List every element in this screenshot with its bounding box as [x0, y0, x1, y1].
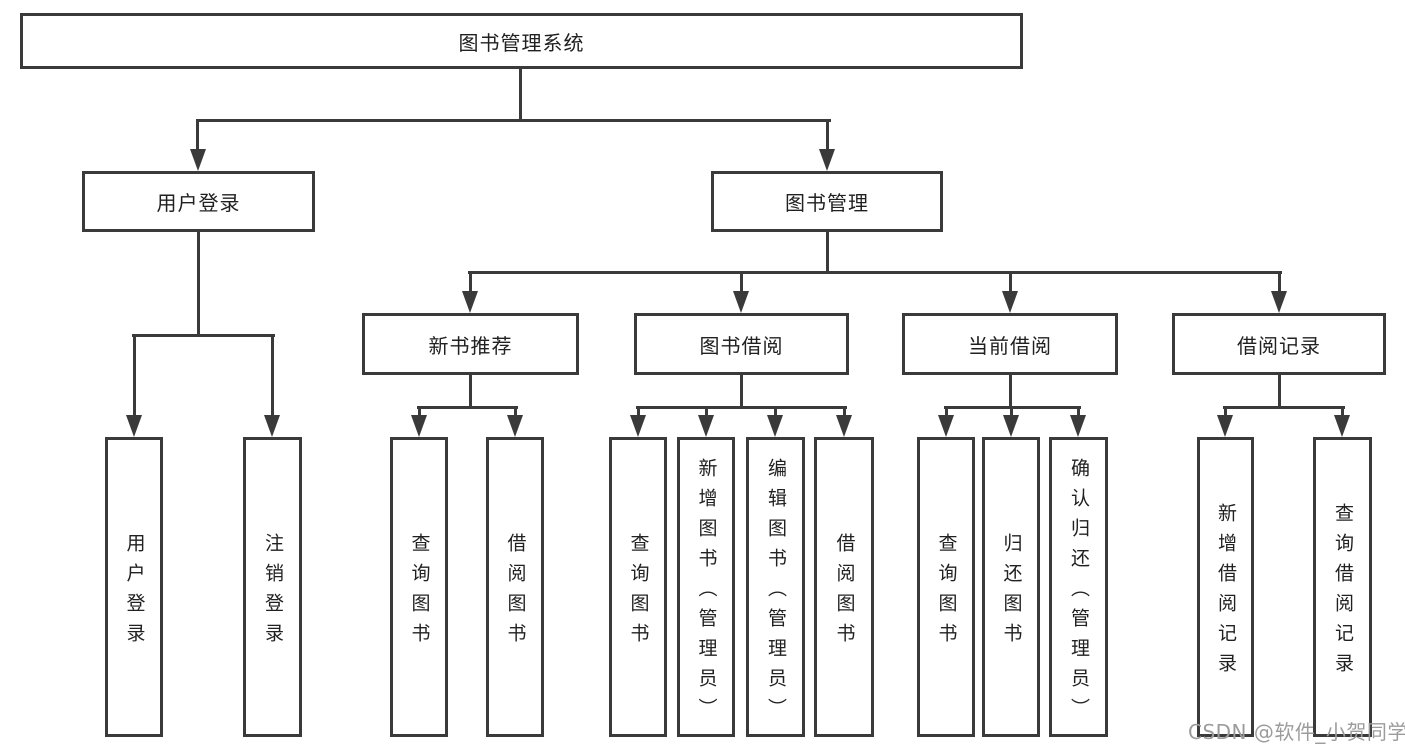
connector-line — [1278, 375, 1281, 406]
leaf-confirm-return-admin: 确认归还（管理员） — [1049, 437, 1108, 737]
node-book-borrowing: 图书借阅 — [634, 313, 849, 375]
leaf-query-borrow-record-label: 查询借阅记录 — [1332, 502, 1354, 683]
node-book-management-label: 图书管理 — [785, 191, 869, 215]
leaf-add-borrow-record-label: 新增借阅记录 — [1215, 502, 1237, 683]
leaf-edit-book-admin-label: 编辑图书（管理员） — [765, 457, 787, 728]
connector-line — [196, 119, 831, 122]
leaf-user-login: 用户登录 — [105, 437, 163, 737]
node-current-borrowing: 当前借阅 — [902, 313, 1118, 375]
leaf-return-books: 归还图书 — [982, 437, 1040, 737]
connector-line — [1009, 271, 1012, 295]
connector-line — [1278, 271, 1281, 295]
connector-line — [514, 406, 517, 418]
connector-line — [1223, 406, 1345, 409]
arrow-down-icon — [190, 149, 206, 171]
arrow-down-icon — [462, 291, 478, 313]
node-user-login: 用户登录 — [82, 171, 315, 232]
arrow-down-icon — [630, 415, 646, 437]
connector-line — [637, 406, 640, 418]
leaf-confirm-return-admin-label: 确认归还（管理员） — [1068, 457, 1090, 728]
node-book-management: 图书管理 — [711, 171, 943, 232]
arrow-down-icon — [1334, 415, 1350, 437]
leaf-user-login-label: 用户登录 — [123, 532, 146, 653]
connector-line — [705, 406, 708, 418]
connector-line — [417, 406, 518, 409]
connector-line — [826, 119, 829, 153]
leaf-borrow-books-recommend: 借阅图书 — [486, 437, 544, 737]
connector-line — [636, 406, 847, 409]
arrow-down-icon — [1271, 291, 1287, 313]
leaf-query-books-recommend-label: 查询图书 — [408, 532, 431, 653]
arrow-down-icon — [819, 149, 835, 171]
connector-line — [469, 375, 472, 406]
leaf-logout-login: 注销登录 — [243, 437, 302, 737]
arrow-down-icon — [733, 291, 749, 313]
node-root: 图书管理系统 — [20, 13, 1023, 69]
node-book-borrowing-label: 图书借阅 — [699, 333, 784, 358]
leaf-query-books-current: 查询图书 — [917, 437, 975, 737]
connector-line — [740, 375, 743, 406]
arrow-down-icon — [698, 415, 714, 437]
leaf-logout-login-label: 注销登录 — [262, 532, 284, 653]
connector-line — [1341, 406, 1344, 418]
connector-line — [468, 271, 1282, 274]
connector-line — [1010, 406, 1013, 418]
node-new-book-recommend-label: 新书推荐 — [428, 333, 513, 358]
connector-line — [519, 69, 522, 119]
arrow-down-icon — [1217, 415, 1233, 437]
connector-line — [469, 271, 472, 295]
node-root-label: 图书管理系统 — [458, 30, 585, 55]
watermark: CSDN @软件_小贺同学 — [1188, 720, 1405, 744]
leaf-add-book-admin: 新增图书（管理员） — [677, 437, 735, 737]
leaf-add-book-admin-label: 新增图书（管理员） — [695, 457, 718, 728]
node-user-login-label: 用户登录 — [156, 191, 241, 215]
arrow-down-icon — [836, 415, 852, 437]
leaf-query-books-borrowing-label: 查询图书 — [627, 532, 650, 653]
leaf-add-borrow-record: 新增借阅记录 — [1197, 437, 1254, 737]
connector-line — [774, 406, 777, 418]
arrow-down-icon — [938, 415, 954, 437]
arrow-down-icon — [411, 415, 427, 437]
leaf-query-books-current-label: 查询图书 — [935, 532, 958, 653]
connector-line — [740, 271, 743, 295]
connector-line — [133, 334, 136, 418]
leaf-borrow-books-borrowing: 借阅图书 — [814, 437, 874, 737]
arrow-down-icon — [264, 415, 280, 437]
leaf-borrow-books-recommend-label: 借阅图书 — [504, 532, 527, 653]
arrow-down-icon — [1003, 415, 1019, 437]
arrow-down-icon — [1070, 415, 1086, 437]
connector-line — [945, 406, 948, 418]
connector-line — [132, 334, 275, 337]
connector-line — [197, 232, 200, 334]
connector-line — [271, 334, 274, 418]
connector-line — [1009, 375, 1012, 406]
connector-line — [1224, 406, 1227, 418]
leaf-query-books-borrowing: 查询图书 — [609, 437, 667, 737]
leaf-borrow-books-borrowing-label: 借阅图书 — [833, 532, 856, 653]
arrow-down-icon — [507, 415, 523, 437]
connector-line — [1077, 406, 1080, 418]
arrow-down-icon — [126, 415, 142, 437]
connector-line — [843, 406, 846, 418]
connector-line — [826, 232, 829, 271]
node-current-borrowing-label: 当前借阅 — [968, 333, 1052, 358]
connector-line — [196, 119, 199, 153]
connector-line — [418, 406, 421, 418]
arrow-down-icon — [1002, 291, 1018, 313]
leaf-edit-book-admin: 编辑图书（管理员） — [746, 437, 805, 737]
leaf-return-books-label: 归还图书 — [1000, 532, 1023, 653]
leaf-query-books-recommend: 查询图书 — [390, 437, 448, 737]
leaf-query-borrow-record: 查询借阅记录 — [1313, 437, 1372, 737]
arrow-down-icon — [767, 415, 783, 437]
node-new-book-recommend: 新书推荐 — [362, 313, 579, 375]
node-borrowing-records-label: 借阅记录 — [1237, 333, 1321, 358]
node-borrowing-records: 借阅记录 — [1172, 313, 1386, 375]
